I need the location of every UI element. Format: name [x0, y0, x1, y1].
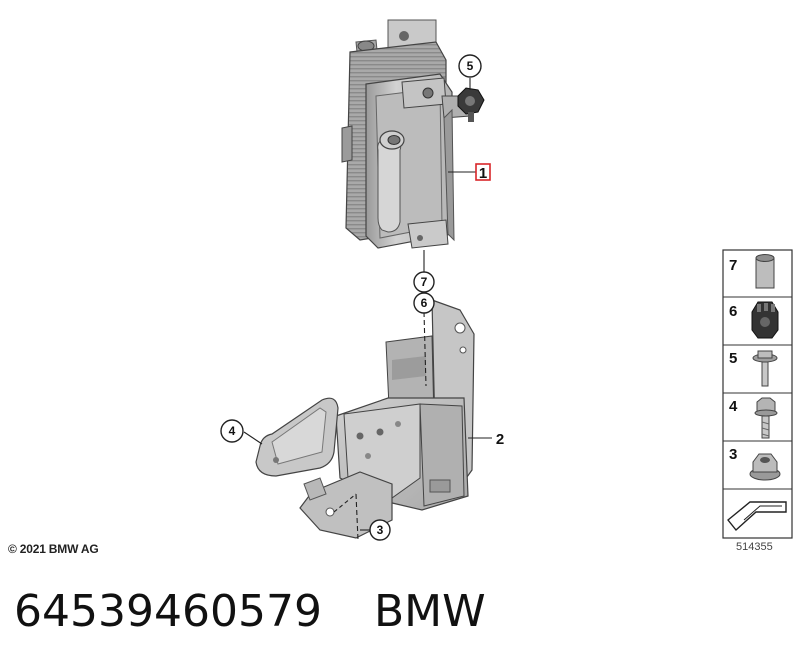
- legend-item-4[interactable]: 4: [729, 397, 778, 439]
- copyright-notice: © 2021 BMW AG: [8, 542, 99, 556]
- callout-2[interactable]: 2: [496, 431, 504, 448]
- svg-text:1: 1: [479, 165, 487, 182]
- castle-nut-icon: [751, 301, 779, 339]
- left-strap: [255, 397, 339, 477]
- expansion-tank: [341, 19, 471, 249]
- fastener-legend: 7 6 5: [722, 249, 793, 539]
- flange-bolt-icon: [752, 350, 778, 387]
- sleeve-icon: [755, 254, 775, 289]
- svg-text:6: 6: [729, 303, 737, 320]
- svg-text:7: 7: [729, 257, 737, 274]
- callout-7[interactable]: 7: [413, 271, 435, 293]
- flange-nut-icon: [749, 453, 781, 481]
- svg-text:5: 5: [467, 59, 474, 73]
- callout-3[interactable]: 3: [369, 519, 391, 541]
- callout-6[interactable]: 6: [413, 292, 435, 314]
- leader-lines: [243, 78, 492, 541]
- legend-item-7[interactable]: 7: [729, 254, 775, 289]
- legend-item-5[interactable]: 5: [729, 350, 778, 387]
- svg-text:7: 7: [421, 275, 428, 289]
- nut-part-5: [457, 87, 485, 122]
- svg-text:4: 4: [229, 424, 236, 438]
- arrow-symbol-icon: [727, 501, 787, 532]
- footer-caption: 64539460579 BMW: [14, 586, 486, 637]
- hex-bolt-icon: [754, 397, 778, 439]
- legend-item-3[interactable]: 3: [729, 446, 781, 481]
- svg-text:5: 5: [729, 350, 737, 367]
- svg-text:3: 3: [377, 523, 384, 537]
- callout-1-highlighted[interactable]: 1: [475, 163, 491, 182]
- svg-text:4: 4: [729, 398, 738, 415]
- brand-name: BMW: [373, 586, 486, 637]
- svg-text:3: 3: [729, 446, 737, 463]
- bracket: [299, 299, 475, 539]
- legend-item-6[interactable]: 6: [729, 301, 779, 339]
- part-number: 64539460579: [14, 586, 322, 637]
- callout-5[interactable]: 5: [458, 54, 482, 78]
- diagram-id: 514355: [736, 541, 773, 553]
- svg-text:6: 6: [421, 296, 428, 310]
- svg-text:2: 2: [496, 431, 504, 448]
- callout-4[interactable]: 4: [220, 419, 244, 443]
